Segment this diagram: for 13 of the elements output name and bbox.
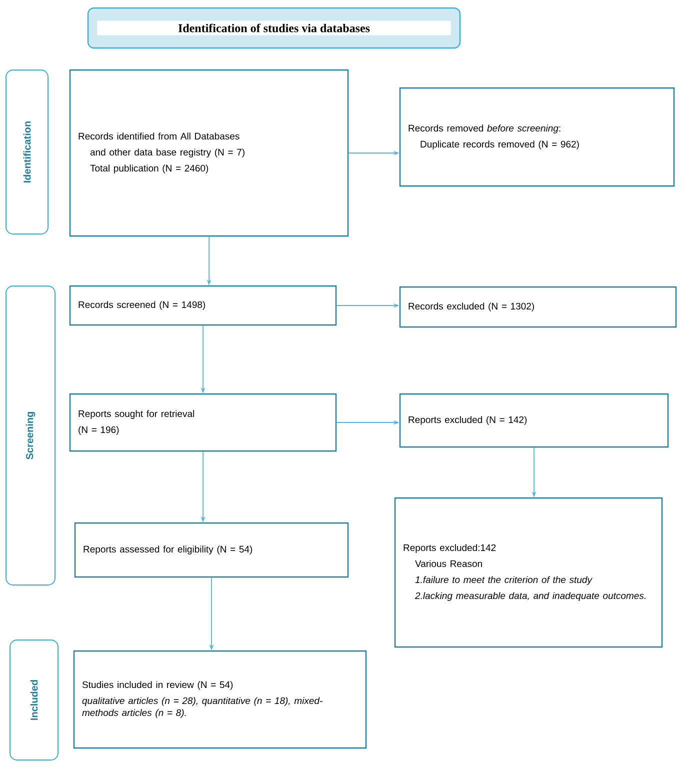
process-box: Reports excluded (N = 142) (399, 393, 669, 448)
stage-label: Included (10, 640, 58, 760)
process-box: Reports assessed for eligibility (N = 54) (74, 522, 349, 578)
title-banner: Identification of studies via databases (87, 7, 461, 49)
stage-label: Identification (6, 70, 48, 234)
process-box: Records identified from All Databases and other data base registry (N = 7) Total publication (N = 2460) (69, 69, 349, 237)
process-box: Studies included in review (N = 54) qualitative articles (n = 28), quantitative (n = 18), mixed-methods articles (n = 8). (73, 650, 367, 749)
process-box: Reports sought for retrieval (N = 196) (69, 393, 337, 452)
stage-label: Screening (6, 286, 56, 586)
process-box: Reports excluded:142 Various Reason 1.failure to meet the criterion of the study 2.lacking measurable data, and inadequate outcomes. (394, 497, 663, 648)
process-box: Records screened (N = 1498) (69, 285, 337, 326)
process-box: Records removed before screening: Duplicate records removed (N = 962) (399, 87, 675, 187)
process-box: Records excluded (N = 1302) (399, 286, 677, 328)
